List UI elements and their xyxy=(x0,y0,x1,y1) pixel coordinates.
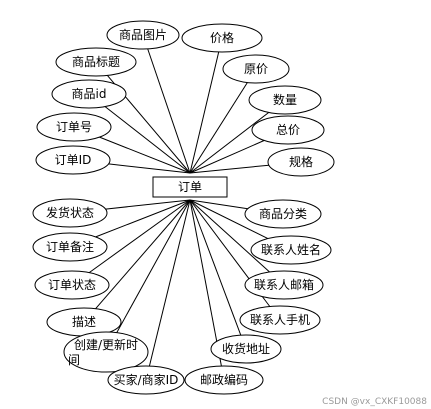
attribute-node: 收货地址 xyxy=(210,334,282,364)
attribute-label: 商品分类 xyxy=(259,206,307,221)
attribute-label: 邮政编码 xyxy=(200,372,248,387)
attribute-node: 价格 xyxy=(181,23,263,53)
connector-line xyxy=(189,199,248,210)
attribute-ellipse xyxy=(267,147,335,177)
attribute-ellipse xyxy=(239,305,321,335)
attribute-ellipse xyxy=(251,115,325,145)
connector-line xyxy=(189,112,270,174)
attribute-ellipse xyxy=(51,79,127,109)
attribute-label: 订单号 xyxy=(56,120,92,134)
connector-line xyxy=(95,199,191,310)
attribute-node: 创建/更新时间 xyxy=(63,331,149,373)
attribute-label: 商品标题 xyxy=(72,54,120,69)
connector-line xyxy=(108,163,191,174)
attribute-ellipse xyxy=(244,199,322,229)
attribute-node: 规格 xyxy=(267,147,335,177)
connector-line xyxy=(189,140,265,174)
attribute-ellipse xyxy=(32,232,108,262)
attribute-ellipse xyxy=(222,54,290,84)
attribute-ellipse xyxy=(106,20,180,50)
attribute-node: 订单号 xyxy=(36,112,112,142)
attribute-node: 联系人邮箱 xyxy=(244,270,324,300)
connector-line xyxy=(189,51,220,174)
attribute-label: 价格 xyxy=(210,30,234,45)
connector-line xyxy=(189,199,242,336)
attribute-label: 买家/商家ID xyxy=(114,372,179,387)
attribute-ellipse xyxy=(250,235,332,265)
connector-line xyxy=(189,199,270,273)
attribute-label: 描述 xyxy=(72,315,96,329)
attribute-ellipse xyxy=(244,270,324,300)
attribute-node: 总价 xyxy=(251,115,325,145)
attribute-ellipse xyxy=(63,331,149,373)
attribute-label: 联系人姓名 xyxy=(261,242,321,257)
connector-line xyxy=(95,199,191,238)
connector-line xyxy=(148,199,191,367)
attribute-ellipse xyxy=(248,85,322,115)
attribute-label: 收货地址 xyxy=(222,341,270,356)
attribute-label: 联系人手机 xyxy=(250,313,310,327)
attribute-ellipse xyxy=(55,47,137,77)
attribute-node: 买家/商家ID xyxy=(107,365,185,395)
attribute-ellipse xyxy=(184,365,264,395)
attribute-node: 原价 xyxy=(222,54,290,84)
attribute-label: 总价 xyxy=(276,123,300,137)
attribute-ellipse xyxy=(210,334,282,364)
watermark: CSDN @vx_CXKF10088 xyxy=(322,397,427,407)
attribute-node: 商品图片 xyxy=(106,20,180,50)
attribute-node: 发货状态 xyxy=(32,198,108,228)
attribute-node: 订单ID xyxy=(35,145,111,175)
entity-label: 订单 xyxy=(178,180,202,194)
connector-line xyxy=(105,199,191,210)
attribute-label: 订单备注 xyxy=(46,239,94,254)
attribute-label: 原价 xyxy=(244,62,268,76)
attribute-ellipse xyxy=(34,270,110,300)
connector-line xyxy=(104,106,191,174)
attribute-node: 联系人手机 xyxy=(239,305,321,335)
attribute-ellipse xyxy=(107,365,185,395)
entity: 订单 xyxy=(152,176,228,198)
attribute-label: 商品id xyxy=(72,86,107,101)
attribute-label: 创建/更新时间 xyxy=(68,337,138,367)
connector-line xyxy=(147,48,191,174)
entity-box xyxy=(152,176,228,198)
attribute-ellipse xyxy=(32,198,108,228)
attribute-node: 数量 xyxy=(248,85,322,115)
attribute-node: 联系人姓名 xyxy=(250,235,332,265)
attribute-label: 联系人邮箱 xyxy=(254,277,314,292)
attribute-node: 订单状态 xyxy=(34,270,110,300)
attribute-label: 规格 xyxy=(289,154,313,169)
connector-line xyxy=(189,199,269,240)
attribute-label: 订单状态 xyxy=(48,278,96,292)
attribute-node: 订单备注 xyxy=(32,232,108,262)
connector-line xyxy=(88,199,191,274)
attribute-ellipse xyxy=(36,112,112,142)
attribute-label: 发货状态 xyxy=(46,205,94,220)
attribute-ellipse xyxy=(181,23,263,53)
attribute-label: 数量 xyxy=(273,92,297,107)
connector-line xyxy=(189,164,269,174)
attribute-ellipses: 商品图片 价格商品标题原价商品id 数量订单号 总价订单ID 规格发货状态 商品分类订单备… xyxy=(32,20,335,395)
attribute-node: 邮政编码 xyxy=(184,365,264,395)
connector-line xyxy=(189,199,222,367)
attribute-node: 商品标题 xyxy=(55,47,137,77)
attribute-node: 描述 xyxy=(46,307,122,337)
attribute-label: 订单ID xyxy=(55,153,92,167)
attribute-ellipse xyxy=(35,145,111,175)
connector-line xyxy=(99,136,191,174)
connector-lines xyxy=(88,48,271,367)
connector-line xyxy=(189,82,248,174)
attribute-node: 商品id xyxy=(51,79,127,109)
connector-line xyxy=(116,199,191,333)
attribute-label: 商品图片 xyxy=(119,27,167,42)
attribute-node: 商品分类 xyxy=(244,199,322,229)
